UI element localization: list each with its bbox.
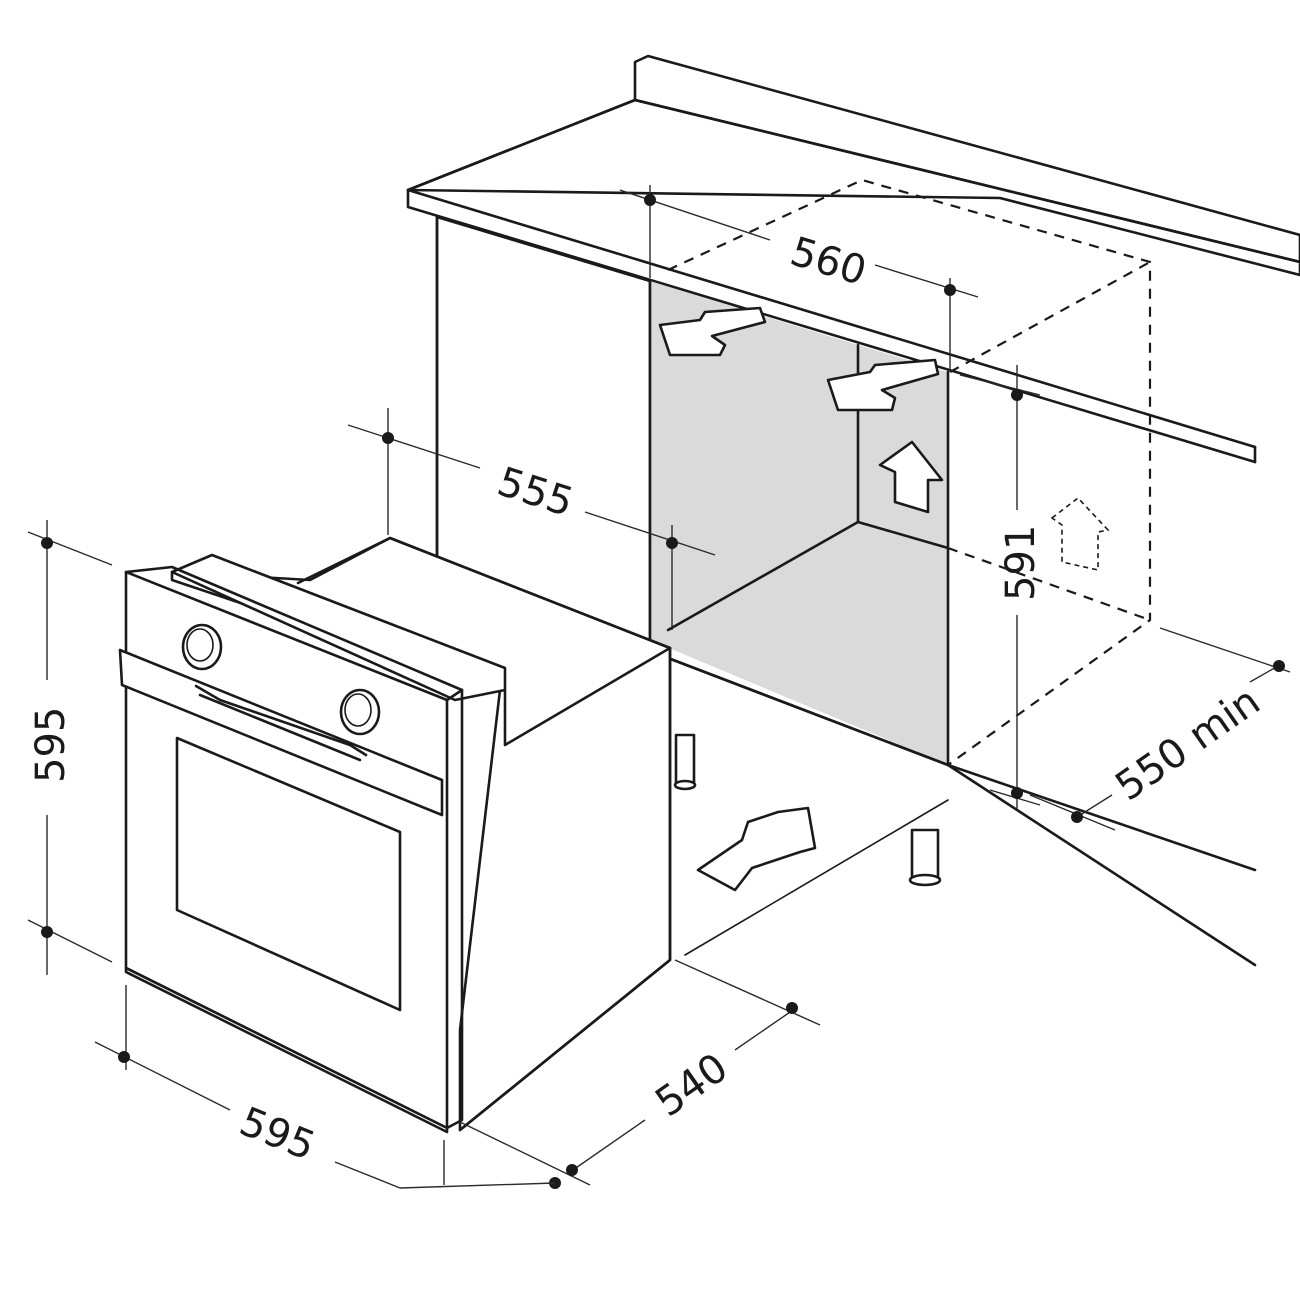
dim-niche-depth [347,408,716,630]
countertop [406,54,1300,464]
dim-oven-height-label: 595 [28,707,74,783]
oven [118,536,672,1134]
cabinet-feet [673,733,942,887]
oven-knob-right [339,688,381,736]
dim-oven-depth-label: 540 [647,1045,736,1126]
dim-niche-width-label: 560 [785,229,871,295]
dim-cabinet-min-depth-label: 550 min [1107,678,1268,810]
dashed-niche-outline [667,178,1152,766]
dim-oven-depth [459,959,821,1186]
dim-oven-height [27,520,113,975]
oven-door-window [175,736,402,1012]
dim-cabinet-min-depth [1029,627,1291,831]
dim-niche-height-label: 591 [998,525,1044,601]
dim-niche-width [619,185,979,372]
airflow-arrow-up-icon [878,440,1110,571]
dim-oven-width-label: 595 [233,1099,321,1170]
insertion-arrow-icon [696,806,817,892]
oven-knob-left [181,623,223,671]
airflow-arrow-icon [658,306,940,412]
floor-plinth [666,656,1257,967]
dim-oven-width [94,985,561,1189]
dim-niche-height [959,365,1041,810]
